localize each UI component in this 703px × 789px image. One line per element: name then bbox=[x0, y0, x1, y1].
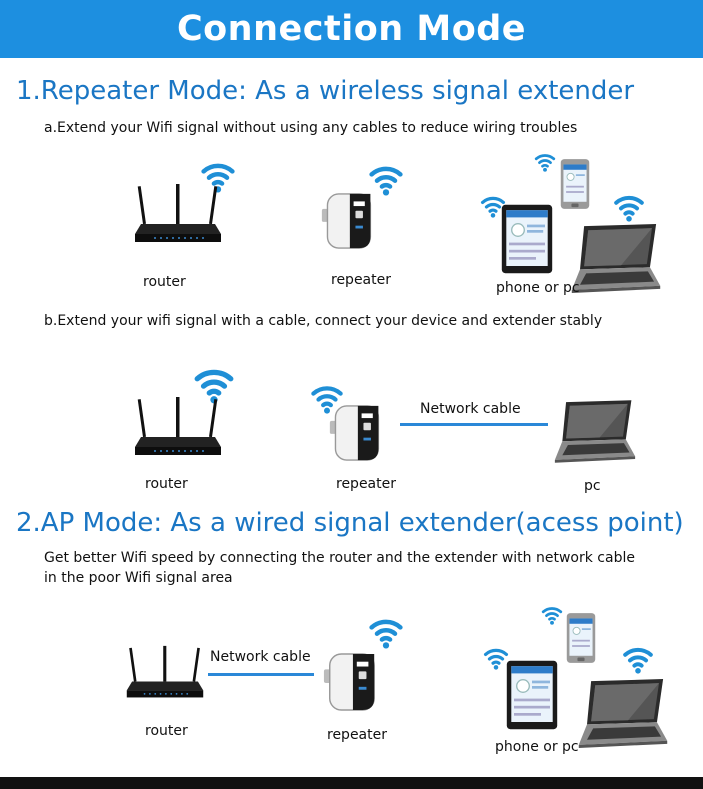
section1b-description: b.Extend your wifi signal with a cable, … bbox=[44, 313, 603, 329]
router-label: router bbox=[143, 274, 186, 290]
tablet-icon bbox=[500, 203, 554, 275]
title-banner: Connection Mode bbox=[0, 0, 703, 58]
laptop-icon bbox=[566, 222, 666, 294]
section2-description-line1: Get better Wifi speed by connecting the … bbox=[44, 550, 635, 566]
wifi-icon bbox=[368, 613, 404, 649]
router-icon bbox=[133, 184, 223, 254]
section2-description-line2: in the poor Wifi signal area bbox=[44, 570, 233, 586]
network-cable-label: Network cable bbox=[420, 401, 521, 417]
repeater-label: repeater bbox=[336, 476, 396, 492]
repeater-icon bbox=[328, 400, 384, 466]
laptop-icon bbox=[573, 677, 673, 749]
devices-label: phone or pc bbox=[495, 739, 579, 755]
devices-label: phone or pc bbox=[496, 280, 580, 296]
router-icon bbox=[133, 397, 223, 467]
network-cable bbox=[208, 673, 314, 676]
pc-label: pc bbox=[584, 478, 601, 494]
wifi-icon bbox=[613, 190, 645, 222]
repeater-icon bbox=[320, 188, 376, 254]
wifi-icon bbox=[534, 150, 556, 172]
wifi-icon bbox=[622, 642, 654, 674]
repeater-icon bbox=[322, 648, 380, 716]
bottom-bar bbox=[0, 777, 703, 789]
router-label: router bbox=[145, 476, 188, 492]
page-title: Connection Mode bbox=[176, 9, 527, 49]
phone-icon bbox=[565, 608, 597, 668]
network-cable bbox=[400, 423, 548, 426]
phone-icon bbox=[559, 155, 591, 213]
router-icon bbox=[125, 640, 205, 714]
wifi-icon bbox=[541, 603, 563, 625]
repeater-label: repeater bbox=[331, 272, 391, 288]
section2-heading: 2.AP Mode: As a wired signal extender(ac… bbox=[16, 508, 684, 538]
section1a-description: a.Extend your Wifi signal without using … bbox=[44, 120, 578, 136]
laptop-icon bbox=[553, 397, 637, 465]
tablet-icon bbox=[505, 659, 559, 731]
section1-heading: 1.Repeater Mode: As a wireless signal ex… bbox=[16, 76, 635, 106]
network-cable-label: Network cable bbox=[210, 649, 311, 665]
repeater-label: repeater bbox=[327, 727, 387, 743]
router-label: router bbox=[145, 723, 188, 739]
